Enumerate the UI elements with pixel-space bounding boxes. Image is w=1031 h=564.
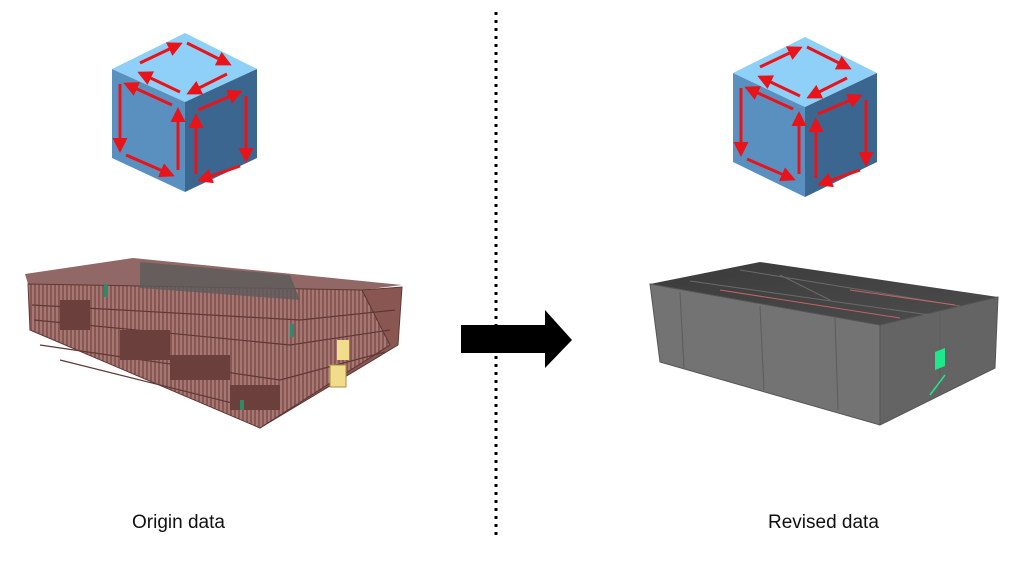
revised-cube-top-face [733,37,877,107]
origin-model-window-panels [104,284,294,410]
revised-building-model [649,262,999,426]
revised-cube-left-face [733,73,805,197]
revised-highlight-panel [935,348,945,370]
origin-highlight-door [337,340,349,360]
revised-model-top [650,262,998,325]
revised-normal-cube [733,37,877,197]
origin-normal-cube [112,33,257,192]
origin-cube-arrows [112,41,254,184]
right-arrow-icon [461,310,572,368]
revised-cube-arrows [733,45,874,188]
origin-model-right-face [259,286,403,429]
origin-cube-left-face [112,69,185,192]
origin-highlight-stairs [329,364,347,388]
origin-model-internal-walls [60,300,280,410]
origin-building-model [25,258,403,429]
revised-highlight-edge [929,374,946,396]
origin-data-caption: Origin data [132,512,225,533]
revised-model-roof-accents [719,289,956,319]
revised-data-caption: Revised data [768,512,879,533]
origin-model-inner-roof [140,262,300,300]
